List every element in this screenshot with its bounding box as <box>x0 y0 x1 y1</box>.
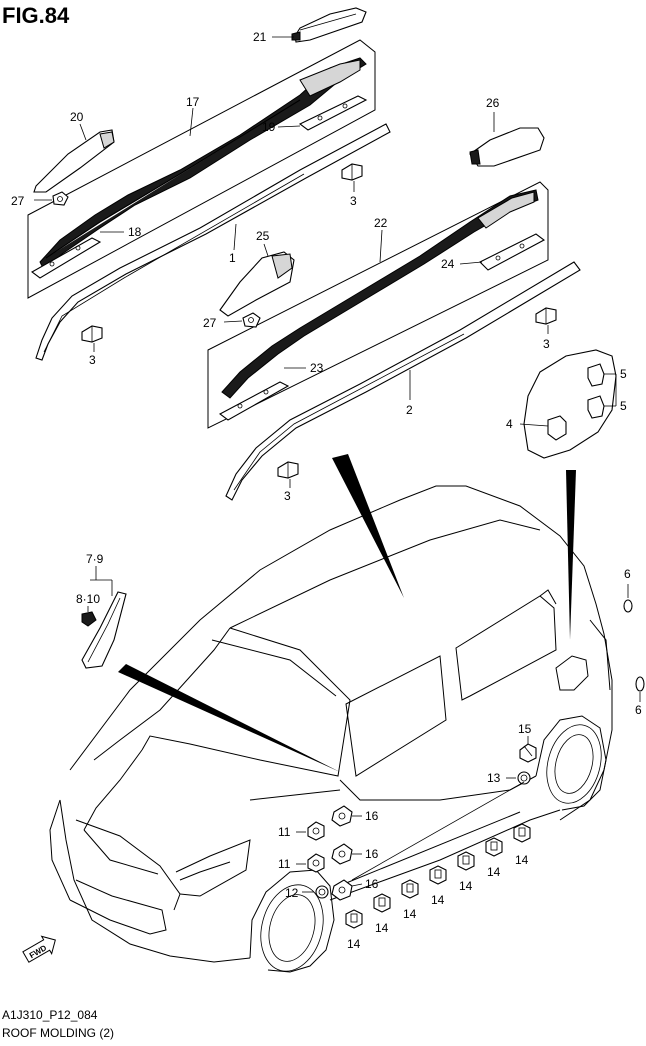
callout-14d: 14 <box>431 893 445 907</box>
part-26-cover <box>469 127 545 167</box>
vehicle-outline <box>49 485 613 973</box>
callout-12: 12 <box>285 886 299 900</box>
part-1-molding <box>35 123 391 361</box>
part-14-clip-c <box>457 851 475 871</box>
part-7-garnish <box>81 591 127 669</box>
part-16-fastener-b <box>331 843 353 865</box>
figure-name: ROOF MOLDING (2) <box>2 1026 114 1040</box>
callout-4: 4 <box>506 417 513 431</box>
group-box-left <box>27 39 376 299</box>
callout-3b: 3 <box>89 353 96 367</box>
callout-19: 19 <box>262 120 276 134</box>
callout-15: 15 <box>518 722 532 736</box>
callout-16a: 16 <box>365 809 379 823</box>
callout-14b: 14 <box>487 865 501 879</box>
callout-26: 26 <box>486 96 500 110</box>
callout-25: 25 <box>256 229 270 243</box>
callout-21: 21 <box>253 30 267 44</box>
callout-8-10: 8·10 <box>76 592 100 606</box>
callout-14c: 14 <box>459 879 473 893</box>
part-14-clip-g <box>345 909 363 929</box>
callout-14f: 14 <box>375 921 389 935</box>
part-2-molding <box>225 261 581 501</box>
part-11-fastener-a <box>307 821 325 841</box>
figure-title: FIG.84 <box>2 3 70 28</box>
callout-23: 23 <box>310 361 324 375</box>
part-24-bracket <box>479 233 546 271</box>
part-14-clip-a <box>513 823 531 843</box>
part-3-clip-a <box>341 163 363 181</box>
callout-6b: 6 <box>635 703 642 717</box>
part-22-roof-rail <box>221 189 539 399</box>
callout-20: 20 <box>70 110 84 124</box>
callout-7-9: 7·9 <box>86 552 104 566</box>
part-14-clip-b <box>485 837 503 857</box>
callout-13: 13 <box>487 771 501 785</box>
callout-3d: 3 <box>284 489 291 503</box>
callout-11b: 11 <box>278 857 291 871</box>
callout-14g: 14 <box>347 937 361 951</box>
callout-24: 24 <box>441 257 455 271</box>
part-11-fastener-b <box>307 853 325 873</box>
callout-16c: 16 <box>365 877 379 891</box>
part-12-grommet <box>315 885 329 899</box>
part-27-nut-left <box>52 191 69 206</box>
part-6-plug-upper <box>623 599 633 613</box>
callout-22: 22 <box>374 216 388 230</box>
part-18-bracket <box>30 237 102 279</box>
fwd-arrow-icon: FWD <box>22 935 56 963</box>
callout-5b: 5 <box>620 399 627 413</box>
part-27-nut-right <box>242 312 261 328</box>
figure-code: A1J310_P12_084 <box>2 1008 98 1022</box>
part-17-roof-rail <box>39 57 367 271</box>
callout-2: 2 <box>406 403 413 417</box>
part-14-clip-d <box>429 865 447 885</box>
callout-14a: 14 <box>515 853 529 867</box>
part-16-fastener-c <box>331 879 353 901</box>
part-3-clip-c <box>535 307 557 325</box>
callout-18: 18 <box>128 225 142 239</box>
pointer-fuel-lid <box>566 470 576 640</box>
callout-1: 1 <box>229 251 236 265</box>
part-14-clip-e <box>401 879 419 899</box>
callout-17: 17 <box>186 95 200 109</box>
part-20-cover <box>33 129 115 193</box>
part-3-clip-b <box>81 325 103 343</box>
callout-27-right: 27 <box>203 316 217 330</box>
callout-27-left: 27 <box>11 194 25 208</box>
pointer-roof-right <box>332 454 404 598</box>
part-13-grommet <box>517 771 531 785</box>
part-14-clip-f <box>373 893 391 913</box>
group-box-right <box>207 181 549 429</box>
pointer-roof-left <box>118 664 340 772</box>
part-3-clip-d <box>277 461 299 479</box>
part-16-fastener-a <box>331 805 353 827</box>
part-25-cover <box>219 251 295 317</box>
part-21-cover <box>291 7 367 43</box>
part-8-clip <box>81 611 97 627</box>
callout-16b: 16 <box>365 847 379 861</box>
callout-3c: 3 <box>543 337 550 351</box>
part-fuel-lid <box>523 349 617 459</box>
callout-14e: 14 <box>403 907 417 921</box>
callout-5a: 5 <box>620 367 627 381</box>
callout-6a: 6 <box>624 567 631 581</box>
callout-11a: 11 <box>278 825 291 839</box>
part-23-bracket <box>218 381 290 421</box>
part-6-plug-lower <box>635 676 645 692</box>
part-19-bracket <box>298 95 368 131</box>
part-15-clip <box>519 743 537 763</box>
callout-3a: 3 <box>350 194 357 208</box>
